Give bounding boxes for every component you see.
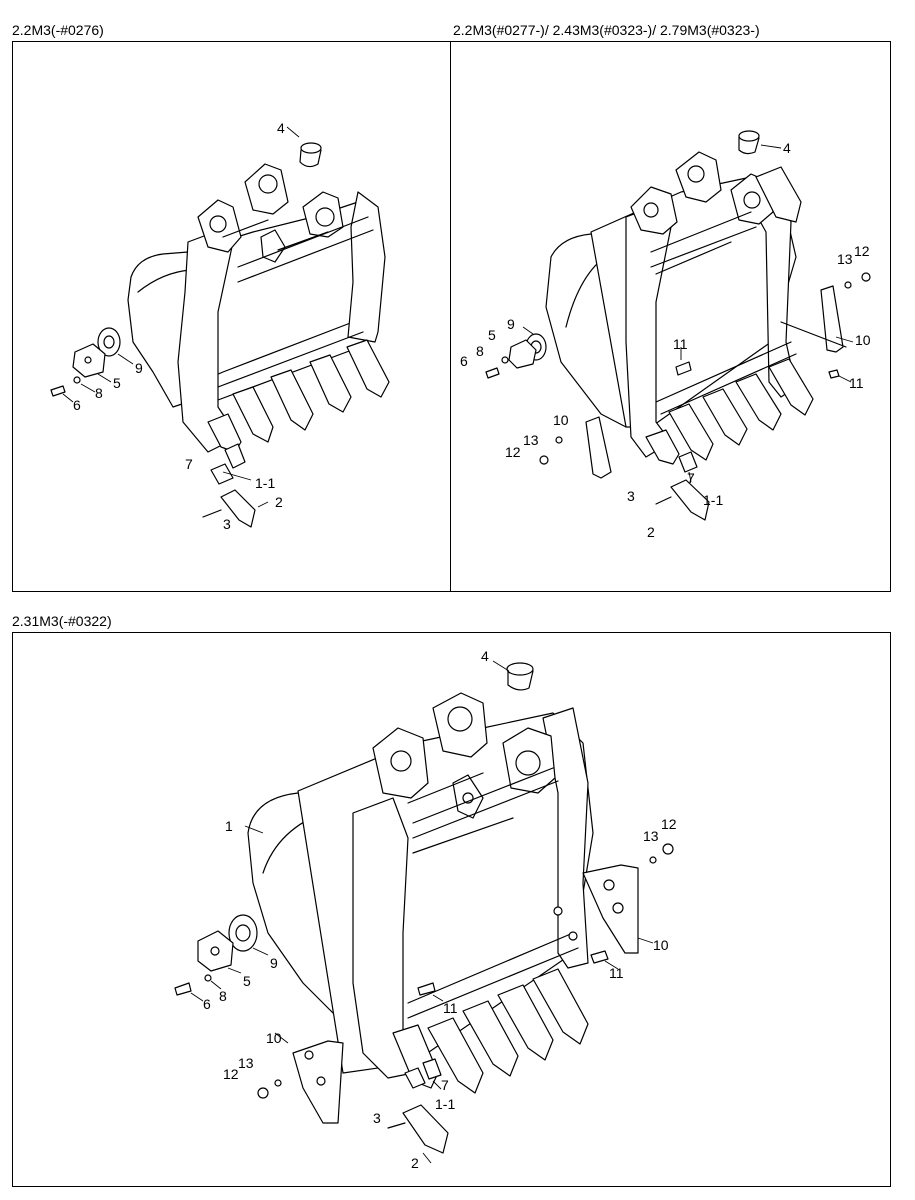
label-5: 5 [488, 327, 496, 343]
label-8: 8 [219, 988, 227, 1004]
bucket-drawing-3: 4 1 13 12 10 11 9 5 8 6 11 10 13 12 7 1-… [174, 648, 677, 1171]
diagram-panel-3: 4 1 13 12 10 11 9 5 8 6 11 10 13 12 7 1-… [12, 632, 891, 1187]
label-11: 11 [609, 965, 624, 981]
label-2: 2 [411, 1155, 419, 1171]
label-11: 11 [443, 1000, 458, 1016]
label-10: 10 [266, 1030, 282, 1046]
label-4: 4 [481, 648, 489, 664]
label-7: 7 [185, 456, 193, 472]
label-12: 12 [661, 816, 677, 832]
label-9: 9 [270, 955, 278, 971]
label-1-1: 1-1 [703, 492, 723, 508]
diagram-panel-1: 4 9 5 8 6 7 1-1 2 3 [12, 41, 451, 592]
diagram-panel-2: 4 13 12 10 11 9 5 8 6 11 10 13 12 7 3 1-… [450, 41, 891, 592]
label-2: 2 [275, 494, 283, 510]
label-8: 8 [95, 385, 103, 401]
label-1-1: 1-1 [435, 1096, 455, 1112]
label-10: 10 [553, 412, 569, 428]
bucket-drawing-1: 4 9 5 8 6 7 1-1 2 3 [50, 120, 390, 532]
label-6: 6 [203, 996, 211, 1012]
bucket-drawing-2: 4 13 12 10 11 9 5 8 6 11 10 13 12 7 3 1-… [460, 130, 871, 540]
label-7: 7 [687, 470, 695, 486]
label-13: 13 [523, 432, 539, 448]
label-13: 13 [238, 1055, 254, 1071]
label-11: 11 [673, 336, 688, 352]
label-7: 7 [441, 1077, 449, 1093]
label-12: 12 [223, 1066, 239, 1082]
label-6: 6 [73, 397, 81, 413]
label-5: 5 [243, 973, 251, 989]
label-9: 9 [135, 360, 143, 376]
label-12: 12 [854, 243, 870, 259]
caption-panel-1: 2.2M3(-#0276) [12, 22, 104, 38]
label-12: 12 [505, 444, 521, 460]
label-8: 8 [476, 343, 484, 359]
label-10: 10 [653, 937, 669, 953]
label-11: 11 [849, 375, 864, 391]
part-9-shim-ring [97, 327, 121, 357]
label-5: 5 [113, 375, 121, 391]
bucket-body-2 [545, 151, 814, 465]
label-4: 4 [783, 140, 791, 156]
label-3: 3 [627, 488, 635, 504]
label-2: 2 [647, 524, 655, 540]
label-3: 3 [373, 1110, 381, 1126]
label-1-1: 1-1 [255, 475, 275, 491]
label-1: 1 [225, 818, 233, 834]
label-13: 13 [643, 828, 659, 844]
part-4-bush [299, 142, 322, 168]
bucket-body-1 [127, 163, 390, 453]
label-4: 4 [277, 120, 285, 136]
bucket-body-3 [247, 692, 594, 1094]
label-10: 10 [855, 332, 871, 348]
caption-panel-3: 2.31M3(-#0322) [12, 613, 112, 629]
label-3: 3 [223, 516, 231, 532]
label-6: 6 [460, 353, 468, 369]
label-13: 13 [837, 251, 853, 267]
caption-panel-2: 2.2M3(#0277-)/ 2.43M3(#0323-)/ 2.79M3(#0… [453, 22, 760, 38]
label-9: 9 [507, 316, 515, 332]
